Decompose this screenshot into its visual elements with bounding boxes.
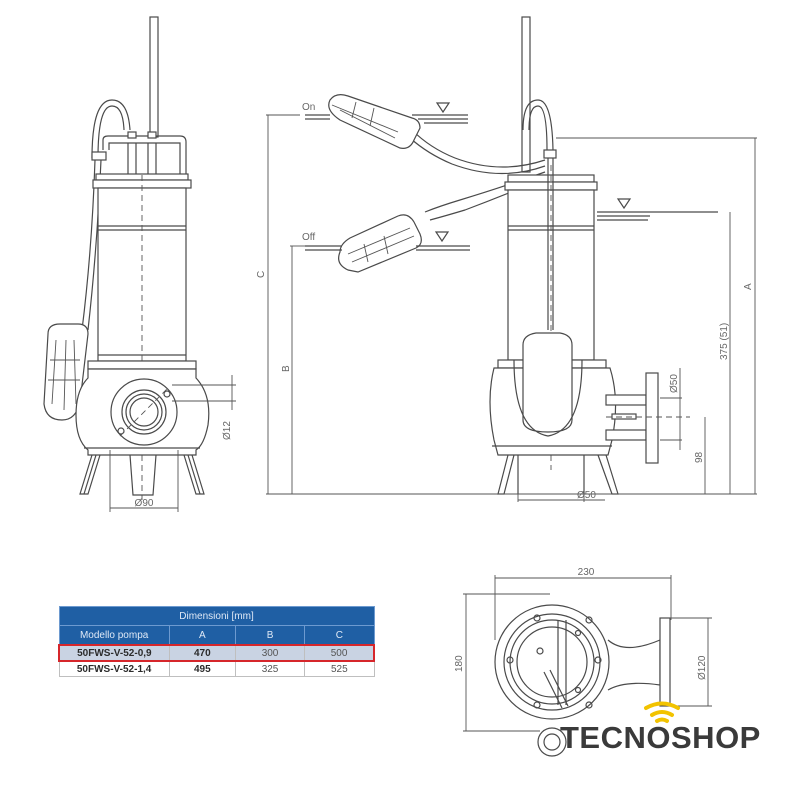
dim-top-depth: 180: [454, 655, 465, 672]
logo-text: TECNOSHOP: [560, 720, 761, 755]
cell-a: 495: [168, 661, 236, 677]
dim-front-flange-hole: Ø12: [222, 421, 233, 440]
dim-foot-diameter: Ø50: [577, 490, 596, 501]
dim-C: C: [256, 271, 267, 278]
column-header-b: B: [234, 625, 306, 646]
cell-c: 525: [304, 661, 375, 677]
table-row: 50FWS-V-52-1,4 495 325 525: [58, 661, 375, 677]
side-view-pump: On Off C B A 375 (51): [256, 16, 757, 502]
cell-a: 470: [168, 644, 236, 662]
cell-model: 50FWS-V-52-0,9: [57, 644, 170, 662]
wifi-signal-icon: [644, 701, 680, 723]
column-header-c: C: [304, 625, 375, 646]
column-header-a: A: [168, 625, 236, 646]
dim-front-outlet-diameter: Ø90: [135, 498, 154, 509]
column-header-model: Modello pompa: [58, 625, 170, 646]
cell-b: 325: [234, 661, 306, 677]
float-label-off: Off: [302, 232, 315, 243]
front-view-pump: Ø90 Ø12: [43, 16, 236, 512]
dim-side-outlet-diameter: Ø50: [669, 374, 680, 393]
float-label-on: On: [302, 102, 315, 113]
table-row-highlighted: 50FWS-V-52-0,9 470 300 500: [57, 644, 376, 662]
dim-top-flange-diameter: Ø120: [697, 655, 708, 680]
float-off: [338, 214, 422, 273]
table-title: Dimensioni [mm]: [58, 606, 375, 626]
dimensions-table: Dimensioni [mm] Modello pompa A B C 50FW…: [57, 606, 376, 677]
float-on: [328, 94, 421, 149]
cell-model: 50FWS-V-52-1,4: [58, 661, 170, 677]
cell-b: 300: [234, 644, 306, 662]
dim-top-width: 230: [578, 567, 595, 578]
dim-outlet-height: 98: [694, 451, 705, 463]
top-view-pump: 230 180 Ø120: [454, 567, 712, 757]
dim-B: B: [281, 365, 292, 372]
dim-water-level: 375 (51): [719, 323, 730, 360]
dim-A: A: [743, 283, 754, 290]
tecnoshop-logo: TECNOSHOP: [560, 700, 770, 760]
cell-c: 500: [304, 644, 376, 662]
